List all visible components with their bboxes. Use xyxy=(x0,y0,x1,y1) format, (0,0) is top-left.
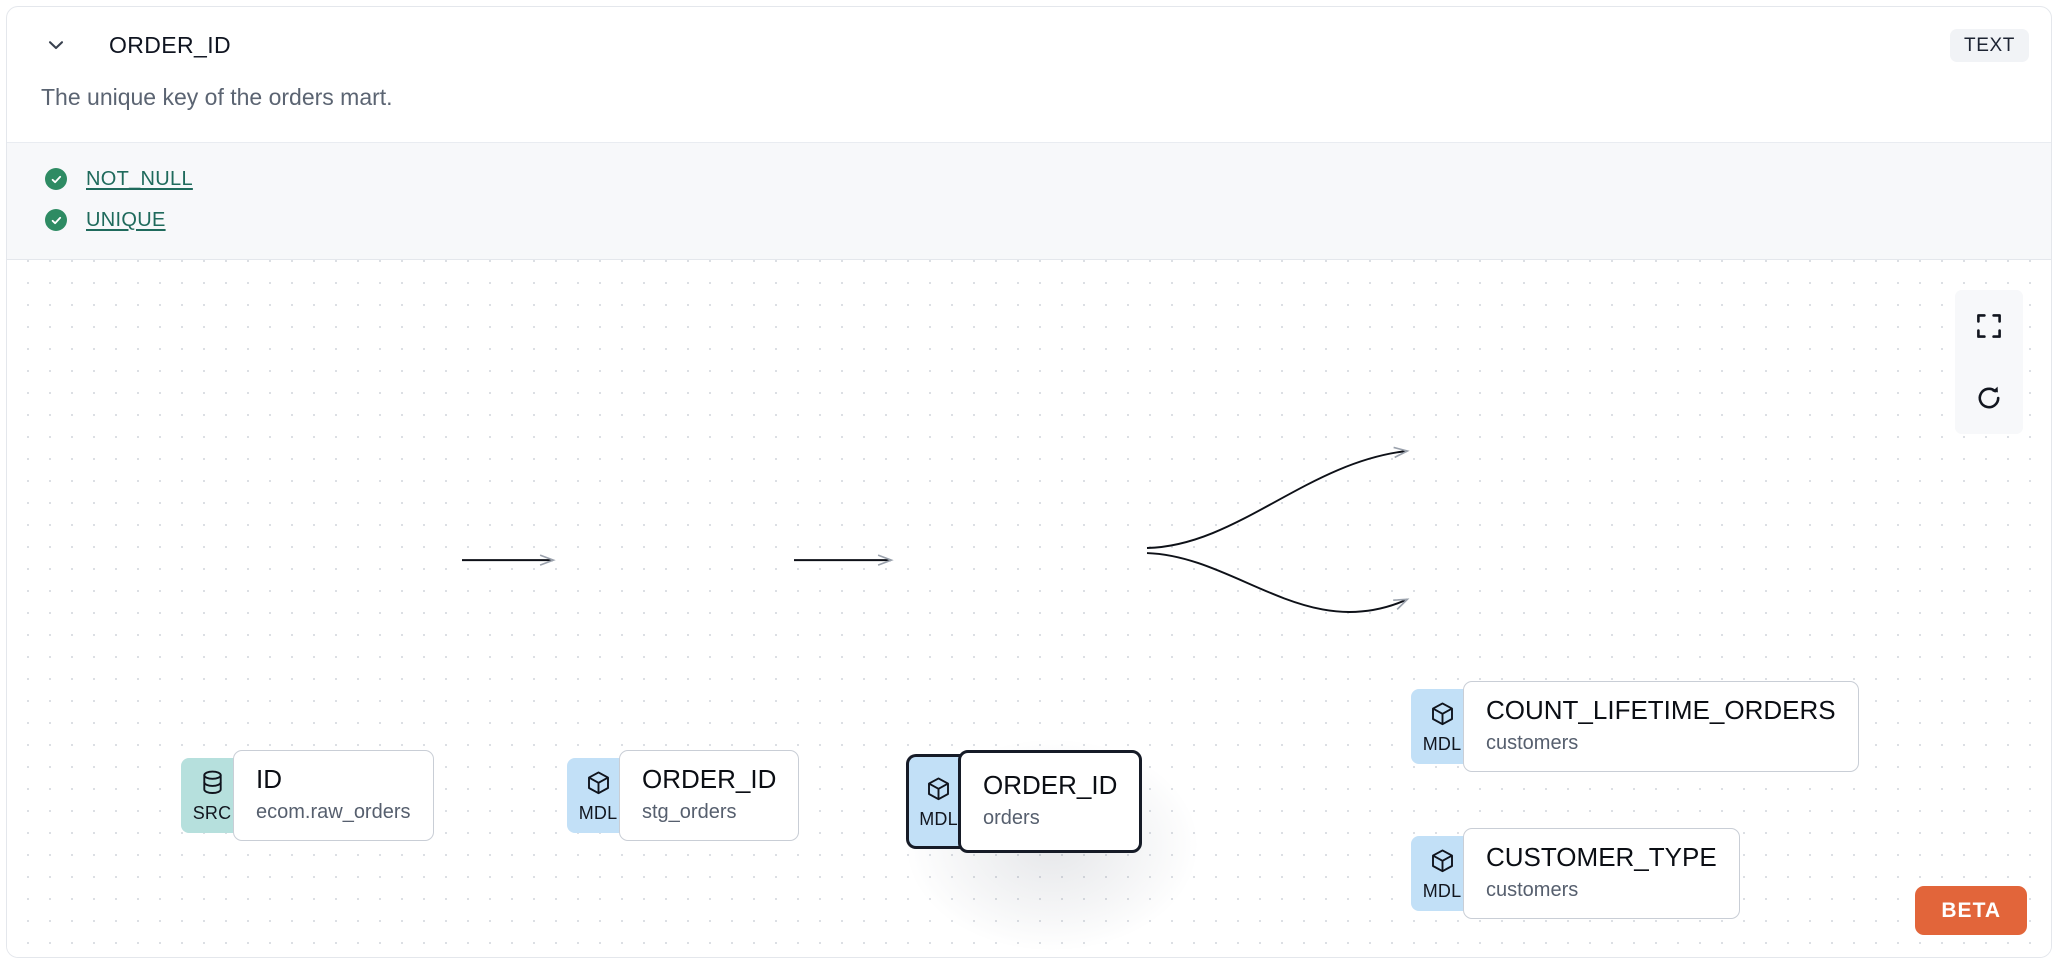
lineage-node-customer-type[interactable]: MDL CUSTOMER_TYPE customers xyxy=(1411,827,1740,919)
test-row: UNIQUE xyxy=(7,200,2051,241)
lineage-node-orders-order-id[interactable]: MDL ORDER_ID orders xyxy=(906,749,1143,853)
node-badge-label: MDL xyxy=(1422,880,1462,901)
node-column-name: COUNT_LIFETIME_ORDERS xyxy=(1486,694,1836,725)
chevron-down-icon[interactable] xyxy=(41,30,71,60)
test-link-not-null[interactable]: NOT_NULL xyxy=(86,167,193,190)
node-badge-mdl: MDL xyxy=(1411,835,1473,911)
lineage-node-count-lifetime-orders[interactable]: MDL COUNT_LIFETIME_ORDERS customers xyxy=(1411,680,1859,772)
node-badge-src: SRC xyxy=(181,757,243,833)
data-type-badge: TEXT xyxy=(1950,28,2029,62)
node-body: ORDER_ID stg_orders xyxy=(619,749,800,841)
node-badge-label: MDL xyxy=(919,808,958,829)
node-parent-name: orders xyxy=(983,806,1040,829)
node-badge-label: SRC xyxy=(192,803,232,824)
node-badge-mdl: MDL xyxy=(567,757,629,833)
node-parent-name: customers xyxy=(1486,731,1579,754)
check-circle-icon xyxy=(45,209,67,232)
reset-button[interactable] xyxy=(1955,361,2023,434)
cube-icon xyxy=(925,776,952,809)
node-body: COUNT_LIFETIME_ORDERS customers xyxy=(1463,680,1859,772)
node-parent-name: customers xyxy=(1486,878,1579,901)
edge-orders-to-count-lifetime xyxy=(1146,446,1410,549)
test-row: NOT_NULL xyxy=(7,159,2051,200)
lineage-canvas[interactable]: SRC ID ecom.raw_orders MDL ORDER_ID xyxy=(7,259,2051,957)
node-body: ID ecom.raw_orders xyxy=(233,749,434,841)
column-detail-card: ORDER_ID TEXT The unique key of the orde… xyxy=(6,6,2052,958)
test-link-unique[interactable]: UNIQUE xyxy=(86,208,166,231)
node-badge-label: MDL xyxy=(578,802,618,823)
refresh-icon xyxy=(1975,384,2003,412)
tests-section: NOT_NULL UNIQUE xyxy=(7,141,2051,260)
page-title: ORDER_ID xyxy=(109,31,232,58)
fullscreen-icon xyxy=(1975,312,2003,340)
node-column-name: ID xyxy=(256,763,282,794)
fit-view-button[interactable] xyxy=(1955,289,2023,362)
edge-orders-to-customer-type xyxy=(1146,551,1410,613)
canvas-controls xyxy=(1955,289,2023,434)
node-body: ORDER_ID orders xyxy=(958,749,1143,853)
node-parent-name: ecom.raw_orders xyxy=(256,800,411,823)
node-badge-mdl: MDL xyxy=(1411,688,1473,764)
card-header: ORDER_ID TEXT xyxy=(7,7,2051,83)
node-column-name: ORDER_ID xyxy=(983,769,1118,800)
node-badge-label: MDL xyxy=(1422,733,1462,754)
cube-icon xyxy=(1429,701,1456,734)
database-icon xyxy=(199,769,226,803)
node-column-name: ORDER_ID xyxy=(642,763,777,794)
column-description: The unique key of the orders mart. xyxy=(41,84,393,110)
node-parent-name: stg_orders xyxy=(642,800,737,823)
cube-icon xyxy=(1429,848,1456,881)
node-badge-mdl: MDL xyxy=(906,753,968,849)
cube-icon xyxy=(585,770,612,803)
check-circle-icon xyxy=(45,168,67,191)
lineage-node-stg-order-id[interactable]: MDL ORDER_ID stg_orders xyxy=(567,749,800,841)
beta-badge[interactable]: BETA xyxy=(1915,886,2027,935)
lineage-node-src-id[interactable]: SRC ID ecom.raw_orders xyxy=(181,749,434,841)
node-body: CUSTOMER_TYPE customers xyxy=(1463,827,1740,919)
node-column-name: CUSTOMER_TYPE xyxy=(1486,841,1717,872)
